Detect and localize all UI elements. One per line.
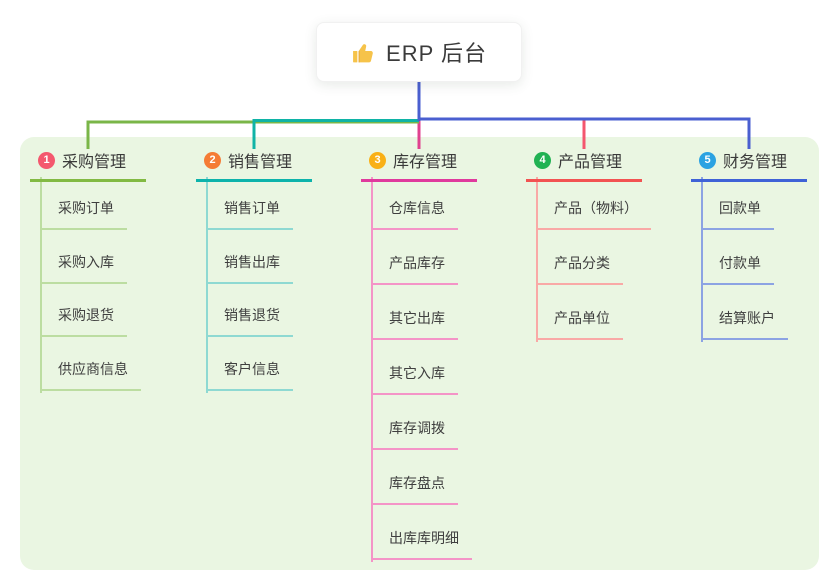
topic-number-badge: 1 bbox=[38, 151, 55, 169]
child-branch-line bbox=[371, 177, 373, 562]
child-branch-line bbox=[40, 177, 42, 393]
subtopic-node[interactable]: 库存盘点 bbox=[371, 474, 458, 505]
subtopic-node[interactable]: 回款单 bbox=[701, 199, 774, 230]
child-branch-line bbox=[536, 177, 538, 342]
subtopic-node[interactable]: 销售退货 bbox=[206, 306, 293, 337]
topic-label: 采购管理 bbox=[62, 154, 127, 171]
subtopic-node[interactable]: 采购订单 bbox=[40, 199, 127, 230]
topic-node-2[interactable]: 2 销售管理 bbox=[196, 148, 312, 182]
topic-node-5[interactable]: 5 财务管理 bbox=[691, 148, 807, 182]
topic-number-badge: 3 bbox=[369, 151, 386, 169]
root-node-label: ERP 后台 bbox=[386, 41, 487, 66]
topic-node-3[interactable]: 3 库存管理 bbox=[361, 148, 477, 182]
mindmap-canvas bbox=[20, 137, 819, 570]
subtopic-node[interactable]: 出库库明细 bbox=[371, 529, 472, 560]
child-branch-line bbox=[701, 177, 703, 342]
subtopic-node[interactable]: 销售订单 bbox=[206, 199, 293, 230]
subtopic-node[interactable]: 产品库存 bbox=[371, 254, 458, 285]
topic-node-4[interactable]: 4 产品管理 bbox=[526, 148, 642, 182]
subtopic-node[interactable]: 其它出库 bbox=[371, 309, 458, 340]
subtopic-node[interactable]: 供应商信息 bbox=[40, 360, 141, 391]
subtopic-node[interactable]: 采购入库 bbox=[40, 253, 127, 284]
root-node-erp-backend[interactable]: ERP 后台 bbox=[316, 22, 522, 82]
subtopic-node[interactable]: 库存调拨 bbox=[371, 419, 458, 450]
topic-label: 库存管理 bbox=[393, 154, 458, 171]
subtopic-node[interactable]: 采购退货 bbox=[40, 306, 127, 337]
topic-node-1[interactable]: 1 采购管理 bbox=[30, 148, 146, 182]
topic-number-badge: 5 bbox=[699, 151, 716, 169]
subtopic-node[interactable]: 其它入库 bbox=[371, 364, 458, 395]
thumbs-up-icon bbox=[351, 40, 376, 65]
subtopic-node[interactable]: 付款单 bbox=[701, 254, 774, 285]
subtopic-node[interactable]: 仓库信息 bbox=[371, 199, 458, 230]
subtopic-node[interactable]: 产品分类 bbox=[536, 254, 623, 285]
topic-number-badge: 2 bbox=[204, 151, 221, 169]
subtopic-node[interactable]: 产品（物料） bbox=[536, 199, 651, 230]
subtopic-node[interactable]: 销售出库 bbox=[206, 253, 293, 284]
topic-label: 产品管理 bbox=[558, 154, 623, 171]
subtopic-node[interactable]: 客户信息 bbox=[206, 360, 293, 391]
subtopic-node[interactable]: 产品单位 bbox=[536, 309, 623, 340]
topic-number-badge: 4 bbox=[534, 151, 551, 169]
topic-label: 销售管理 bbox=[228, 154, 293, 171]
subtopic-node[interactable]: 结算账户 bbox=[701, 309, 788, 340]
topic-label: 财务管理 bbox=[723, 154, 788, 171]
child-branch-line bbox=[206, 177, 208, 393]
